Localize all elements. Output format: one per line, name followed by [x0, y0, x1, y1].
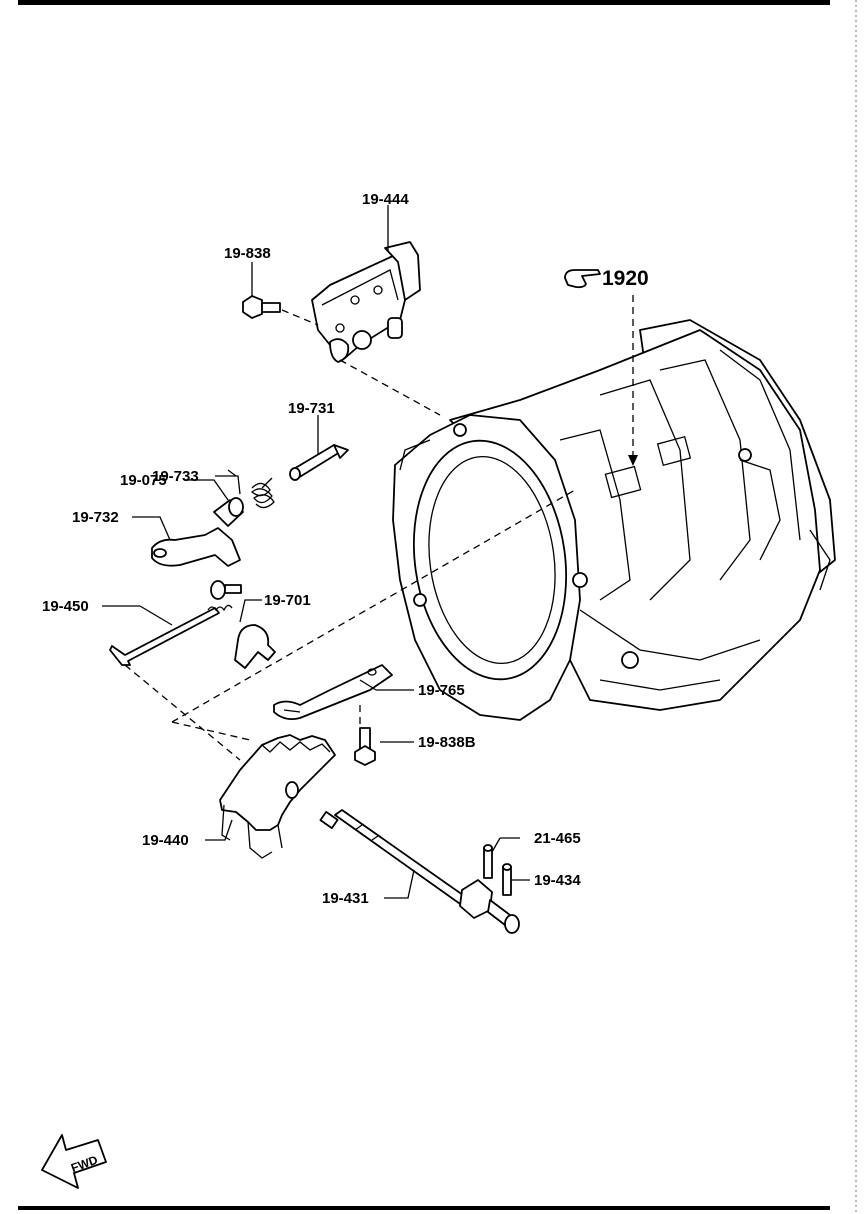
forward-arrow-icon [41, 1134, 107, 1189]
part-19-731 [289, 415, 349, 481]
label-19-838: 19-838 [224, 245, 271, 262]
part-19-838 [242, 262, 319, 326]
label-19-434: 19-434 [534, 872, 581, 889]
reference-number: 1920 [602, 267, 649, 290]
transmission-case [392, 319, 836, 721]
part-21-465 [483, 837, 520, 879]
part-19-838B [354, 727, 414, 766]
bottom-border [18, 1206, 830, 1210]
label-21-465: 21-465 [534, 830, 581, 847]
label-19-444: 19-444 [362, 191, 409, 208]
part-19-444 [311, 205, 441, 416]
part-19-434 [502, 863, 530, 896]
label-19-731: 19-731 [288, 400, 335, 417]
part-19-765 [171, 489, 576, 741]
pointing-hand-icon [564, 269, 601, 289]
label-19-440: 19-440 [142, 832, 189, 849]
label-19-075: 19-075 [120, 472, 167, 489]
label-19-733: 19-733 [152, 468, 199, 485]
fwd-arrow: FWD [41, 1134, 107, 1189]
label-19-701: 19-701 [264, 592, 311, 609]
part-19-701 [234, 599, 276, 669]
part-19-450 [102, 580, 242, 761]
part-19-733 [215, 469, 275, 509]
top-border [18, 0, 830, 5]
label-19-450: 19-450 [42, 598, 89, 615]
part-19-732 [132, 516, 241, 567]
label-19-732: 19-732 [72, 509, 119, 526]
label-19-838B: 19-838B [418, 734, 476, 751]
label-19-431: 19-431 [322, 890, 369, 907]
part-19-431 [319, 809, 520, 934]
reference-1920: 1920 [564, 267, 649, 466]
part-19-075 [184, 479, 244, 527]
label-19-765: 19-765 [418, 682, 465, 699]
part-19-440 [205, 734, 336, 859]
